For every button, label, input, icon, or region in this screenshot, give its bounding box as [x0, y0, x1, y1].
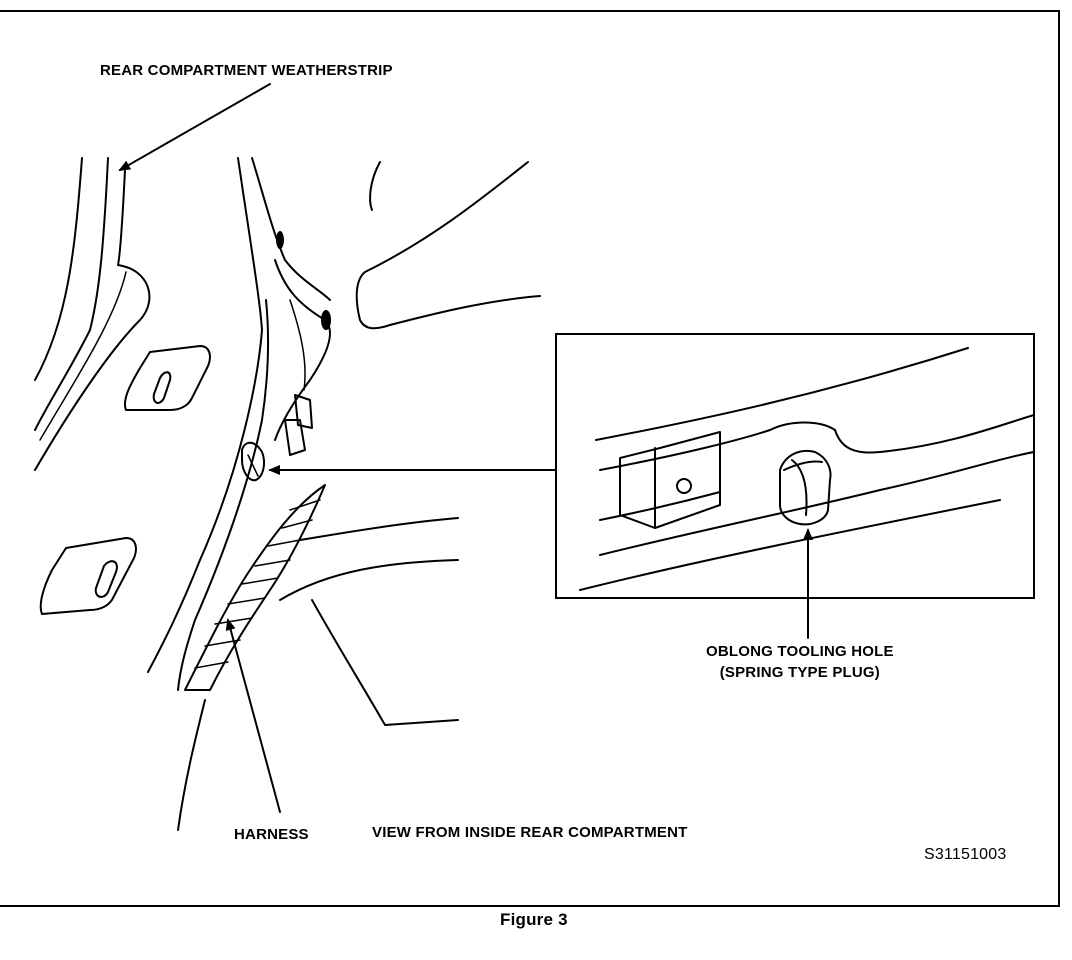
- lower-pillar-line: [177, 699, 206, 831]
- harness-arrow: [225, 618, 281, 813]
- weatherstrip-label: REAR COMPARTMENT WEATHERSTRIP: [100, 62, 393, 79]
- detail-inset: [555, 333, 1035, 599]
- oblong-hole-label: OBLONG TOOLING HOLE (SPRING TYPE PLUG): [706, 641, 894, 683]
- oblong-hole-label-line1: OBLONG TOOLING HOLE: [706, 643, 894, 660]
- upper-access-hole: [124, 345, 211, 411]
- center-pillar: [147, 157, 331, 691]
- figure-code: S31151003: [924, 846, 1007, 863]
- figure-caption: Figure 3: [500, 910, 568, 929]
- left-body-panel: [34, 157, 151, 471]
- weatherstrip-arrow: [118, 83, 271, 171]
- trunk-floor-lines: [279, 161, 541, 726]
- spring-plug: [241, 441, 265, 482]
- diagram-frame: [0, 10, 1060, 907]
- harness-label: HARNESS: [234, 826, 309, 843]
- oblong-hole-label-line2: (SPRING TYPE PLUG): [719, 664, 880, 681]
- view-caption: VIEW FROM INSIDE REAR COMPARTMENT: [372, 824, 688, 841]
- lower-access-hole: [39, 537, 137, 615]
